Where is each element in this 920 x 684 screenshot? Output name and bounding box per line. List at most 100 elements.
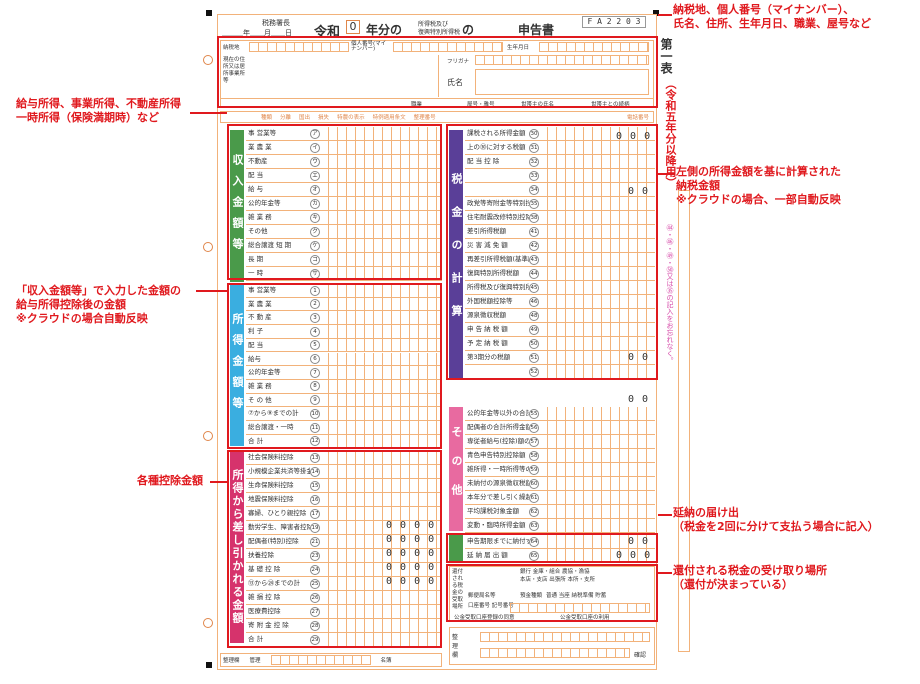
amount-cells[interactable] <box>320 379 442 393</box>
amount-cells[interactable] <box>320 451 442 464</box>
amount-cells[interactable] <box>320 421 442 434</box>
form-row-income[interactable]: 業 農 業イ <box>246 141 442 155</box>
amount-cells[interactable] <box>320 197 442 210</box>
amount-cells[interactable] <box>539 463 655 476</box>
amount-cells[interactable] <box>320 465 442 478</box>
amount-cells[interactable] <box>539 435 655 448</box>
form-row-income[interactable]: 不動産ウ <box>246 155 442 169</box>
amount-cells[interactable] <box>539 365 655 378</box>
amount-cells[interactable] <box>539 197 655 210</box>
form-row-tax[interactable]: 再差引所得税額(基準所得税額)43 <box>465 253 655 267</box>
amount-cells[interactable] <box>539 295 655 308</box>
form-row-tax[interactable]: 33 <box>465 169 655 183</box>
amount-cells[interactable] <box>320 239 442 252</box>
form-row-income[interactable]: 事 営業等ア <box>246 127 442 141</box>
amount-cells[interactable] <box>320 393 442 407</box>
form-row-tax[interactable]: 34 <box>465 183 655 197</box>
amount-cells[interactable] <box>320 311 442 325</box>
furigana-cells[interactable] <box>475 55 649 65</box>
account-number-cells[interactable] <box>510 603 650 613</box>
amount-cells[interactable] <box>320 141 442 154</box>
form-row-tax[interactable]: 住宅耐震改修特別控除等38 <box>465 211 655 225</box>
address-input[interactable] <box>249 55 439 97</box>
amount-cells[interactable] <box>320 521 442 534</box>
amount-cells[interactable] <box>320 434 442 448</box>
amount-cells[interactable] <box>320 563 442 576</box>
amount-cells[interactable] <box>320 169 442 182</box>
amount-cells[interactable] <box>320 325 442 338</box>
form-row-tax[interactable]: 政党等寄附金等特別控除35 <box>465 197 655 211</box>
amount-cells[interactable] <box>539 421 655 434</box>
form-row-income[interactable]: 給 与オ <box>246 183 442 197</box>
amount-cells[interactable] <box>539 239 655 252</box>
form-row-income[interactable]: その他ク <box>246 225 442 239</box>
amount-cells[interactable] <box>539 407 655 420</box>
amount-cells[interactable] <box>539 477 655 490</box>
amount-cells[interactable] <box>539 337 655 350</box>
amount-cells[interactable] <box>320 211 442 224</box>
amount-cells[interactable] <box>320 183 442 196</box>
amount-cells[interactable] <box>539 183 655 196</box>
amount-cells[interactable] <box>539 169 655 182</box>
amount-cells[interactable] <box>320 338 442 352</box>
amount-cells[interactable] <box>539 519 655 532</box>
form-row-tax[interactable]: 所得税及び復興特別所得税の額45 <box>465 281 655 295</box>
amount-cells[interactable] <box>320 284 442 297</box>
amount-cells[interactable] <box>320 253 442 266</box>
amount-cells[interactable] <box>320 619 442 632</box>
amount-cells[interactable] <box>320 127 442 140</box>
nozeichi-cells[interactable] <box>249 42 349 52</box>
amount-cells[interactable] <box>320 605 442 618</box>
amount-cells[interactable] <box>320 479 442 492</box>
form-row-other[interactable]: 公的年金等以外の合計所得金額55 <box>465 407 655 421</box>
amount-cells[interactable] <box>320 577 442 590</box>
amount-cells[interactable] <box>320 549 442 562</box>
amount-cells[interactable] <box>539 267 655 280</box>
name-input[interactable] <box>475 69 649 95</box>
birthdate-cells[interactable] <box>539 42 649 52</box>
amount-cells[interactable] <box>539 535 655 548</box>
form-row-other[interactable]: 専従者給与(控除)額の合計額57 <box>465 435 655 449</box>
refund-account-options[interactable]: 普通 当座 納税準備 貯蓄 <box>546 593 607 599</box>
amount-cells[interactable] <box>539 449 655 462</box>
amount-cells[interactable] <box>320 633 442 646</box>
amount-cells[interactable] <box>320 155 442 168</box>
amount-cells[interactable] <box>539 505 655 518</box>
form-row-income[interactable]: 一 時サ <box>246 267 442 281</box>
amount-cells[interactable] <box>539 127 655 140</box>
amount-cells[interactable] <box>320 591 442 604</box>
amount-cells[interactable] <box>539 225 655 238</box>
form-row-income[interactable]: 長 期コ <box>246 253 442 267</box>
amount-cells[interactable] <box>320 225 442 238</box>
